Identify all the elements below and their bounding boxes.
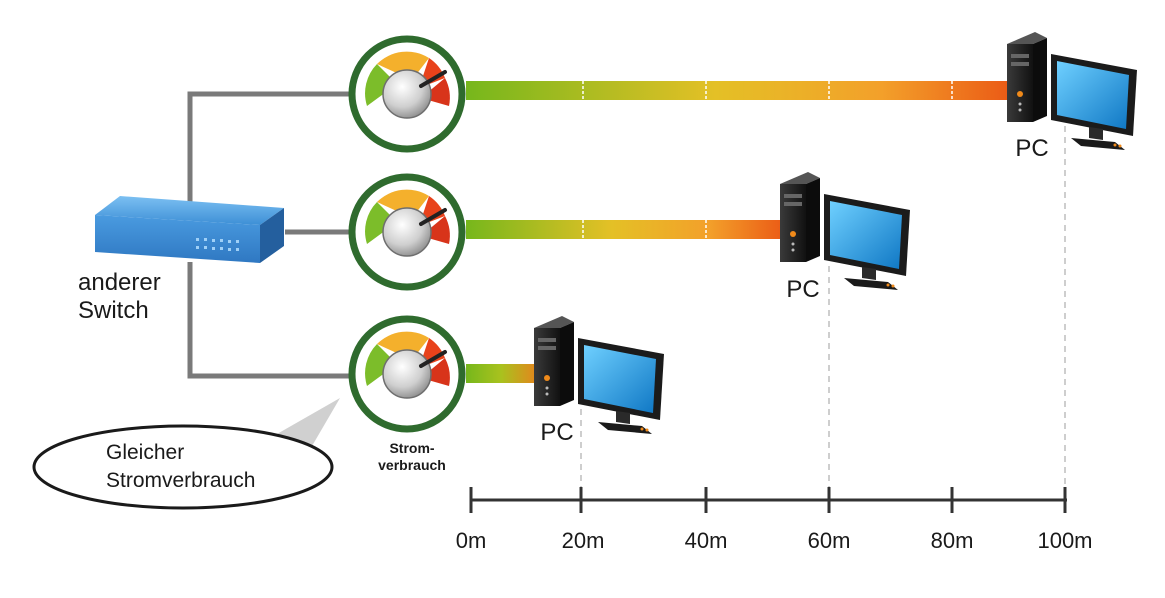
callout-line2: Stromverbrauch: [106, 469, 255, 492]
switch-wiring: [187, 91, 356, 379]
pc-label-top: PC: [1015, 135, 1048, 162]
cable-bottom: [466, 364, 544, 383]
axis-tick-label: 100m: [1037, 528, 1092, 553]
pc-label-middle: PC: [786, 276, 819, 303]
switch-label-line1: anderer: [78, 269, 161, 296]
callout-bubble: [32, 398, 340, 510]
power-gauge-icon: [352, 319, 462, 429]
axis-tick-label: 40m: [685, 528, 728, 553]
axis-tick-label: 80m: [931, 528, 974, 553]
distance-axis: 0m 20m 40m 60m 80m 100m: [456, 487, 1093, 553]
power-gauge-icon: [352, 177, 462, 287]
cable-middle: [466, 220, 790, 239]
cable-top: [466, 81, 1020, 100]
axis-tick-label: 60m: [808, 528, 851, 553]
pc-icon: [534, 316, 664, 434]
gauge-caption-line2: verbrauch: [378, 457, 446, 473]
pc-label-bottom: PC: [540, 419, 573, 446]
axis-tick-label: 0m: [456, 528, 487, 553]
pc-icon: [780, 172, 910, 290]
switch-label-line2: Switch: [78, 297, 149, 324]
network-switch-icon: [95, 196, 284, 263]
power-gauge-icon: [352, 39, 462, 149]
callout-line1: Gleicher: [106, 441, 184, 464]
pc-icon: [1007, 32, 1137, 150]
gauge-caption-line1: Strom-: [389, 440, 434, 456]
axis-tick-label: 20m: [562, 528, 605, 553]
distance-guides: [580, 126, 1066, 488]
